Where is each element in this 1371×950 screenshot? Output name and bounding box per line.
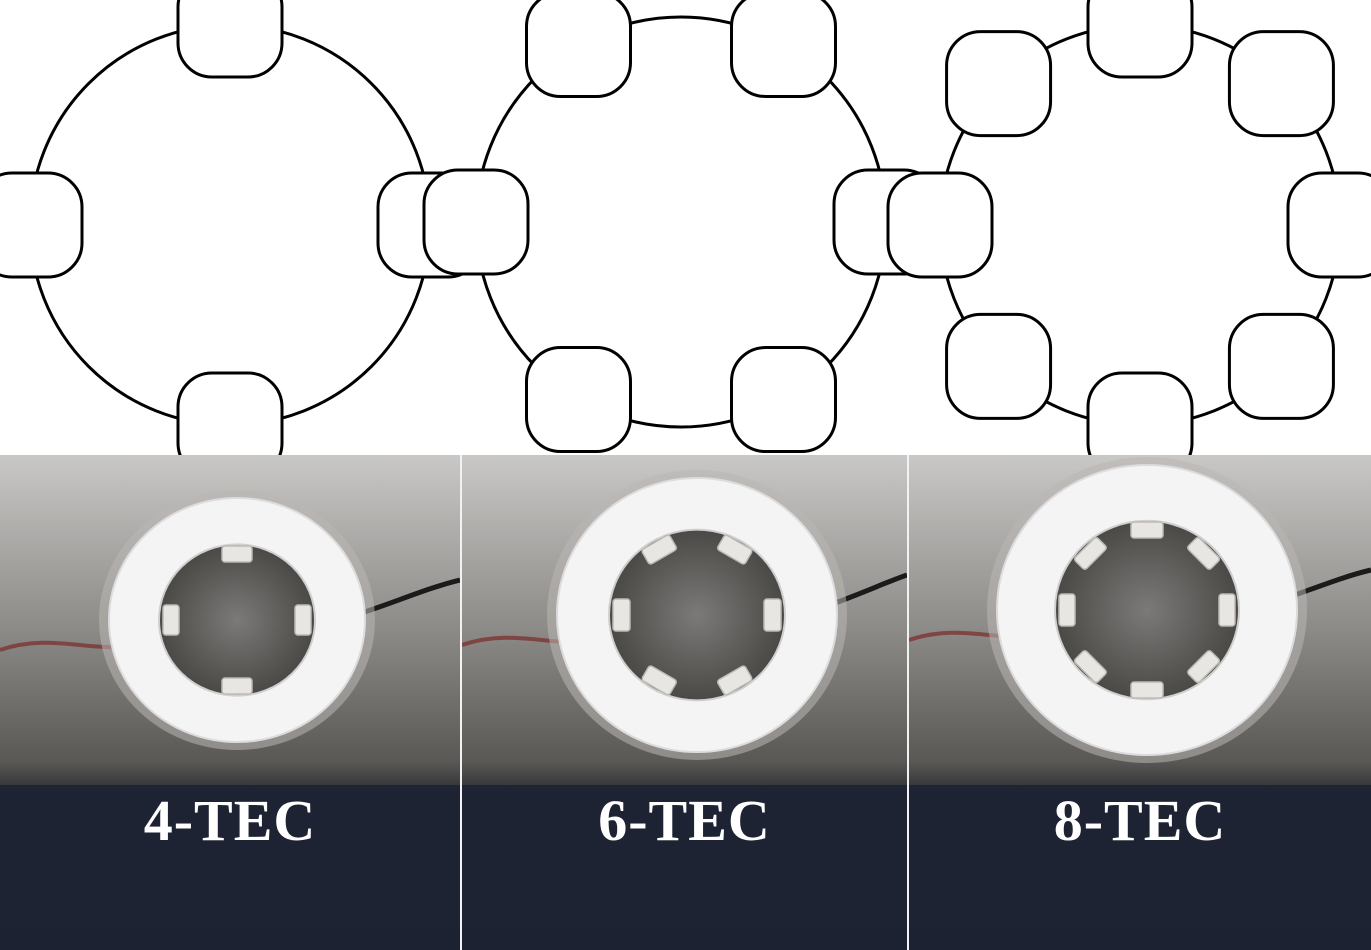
tec-module xyxy=(162,604,180,636)
tec-module-pad xyxy=(176,0,284,79)
tec-module xyxy=(221,677,253,695)
table-surface xyxy=(0,785,460,950)
tec-module-pad xyxy=(1227,312,1335,420)
photo-8-tec-image xyxy=(909,455,1371,950)
tec-module-pad xyxy=(176,371,284,455)
tec-module-pad xyxy=(1286,171,1371,279)
tec-module-pad xyxy=(525,0,632,98)
tec-module xyxy=(1073,650,1107,684)
tec-module xyxy=(763,598,782,632)
photo-6-tec: 6-TEC xyxy=(462,455,907,950)
panel-divider xyxy=(907,455,909,950)
table-surface xyxy=(909,785,1371,950)
tec-module-pad xyxy=(945,30,1053,138)
tec-module xyxy=(294,604,312,636)
tec-layout-schematics xyxy=(0,0,1371,455)
table-surface xyxy=(462,785,907,950)
tec-module-pad xyxy=(1227,30,1335,138)
schematic-4-tec xyxy=(0,0,484,455)
ring-bore xyxy=(158,543,316,697)
tec-module-pad xyxy=(730,346,837,454)
tec-module-pad xyxy=(0,171,84,279)
photo-6-tec-image xyxy=(462,455,907,950)
tec-module xyxy=(1073,536,1107,570)
tec-module-pad xyxy=(422,168,530,276)
config-label-4-tec: 4-TEC xyxy=(143,788,317,853)
schematic-6-tec xyxy=(422,0,940,454)
ring-bore xyxy=(1054,519,1240,701)
tec-module xyxy=(612,598,631,632)
tec-module-pad xyxy=(1086,0,1194,79)
tec-module xyxy=(1187,536,1221,570)
schematic-8-tec xyxy=(886,0,1371,455)
config-label-8-tec: 8-TEC xyxy=(1053,788,1227,853)
photo-4-tec-image xyxy=(0,455,460,950)
tec-module xyxy=(1187,650,1221,684)
tec-module-pad xyxy=(945,312,1053,420)
config-label-6-tec: 6-TEC xyxy=(598,788,771,853)
tec-module xyxy=(1218,593,1236,627)
photo-8-tec: 8-TEC xyxy=(909,455,1371,950)
photo-4-tec: 4-TEC xyxy=(0,455,460,950)
tec-module xyxy=(641,534,678,565)
ring-bore xyxy=(608,528,786,702)
tec-module xyxy=(716,665,753,696)
tec-module-pad xyxy=(525,346,632,454)
tec-module xyxy=(1058,593,1076,627)
tec-module xyxy=(1130,681,1164,699)
tec-module-pad xyxy=(730,0,837,98)
panel-divider xyxy=(460,455,462,950)
tec-module-pad xyxy=(1086,371,1194,455)
tec-module xyxy=(1130,521,1164,539)
tec-module xyxy=(716,534,753,565)
tec-module xyxy=(641,665,678,696)
tec-module-pad xyxy=(886,171,994,279)
housing-outline xyxy=(28,23,432,427)
tec-module xyxy=(221,545,253,563)
